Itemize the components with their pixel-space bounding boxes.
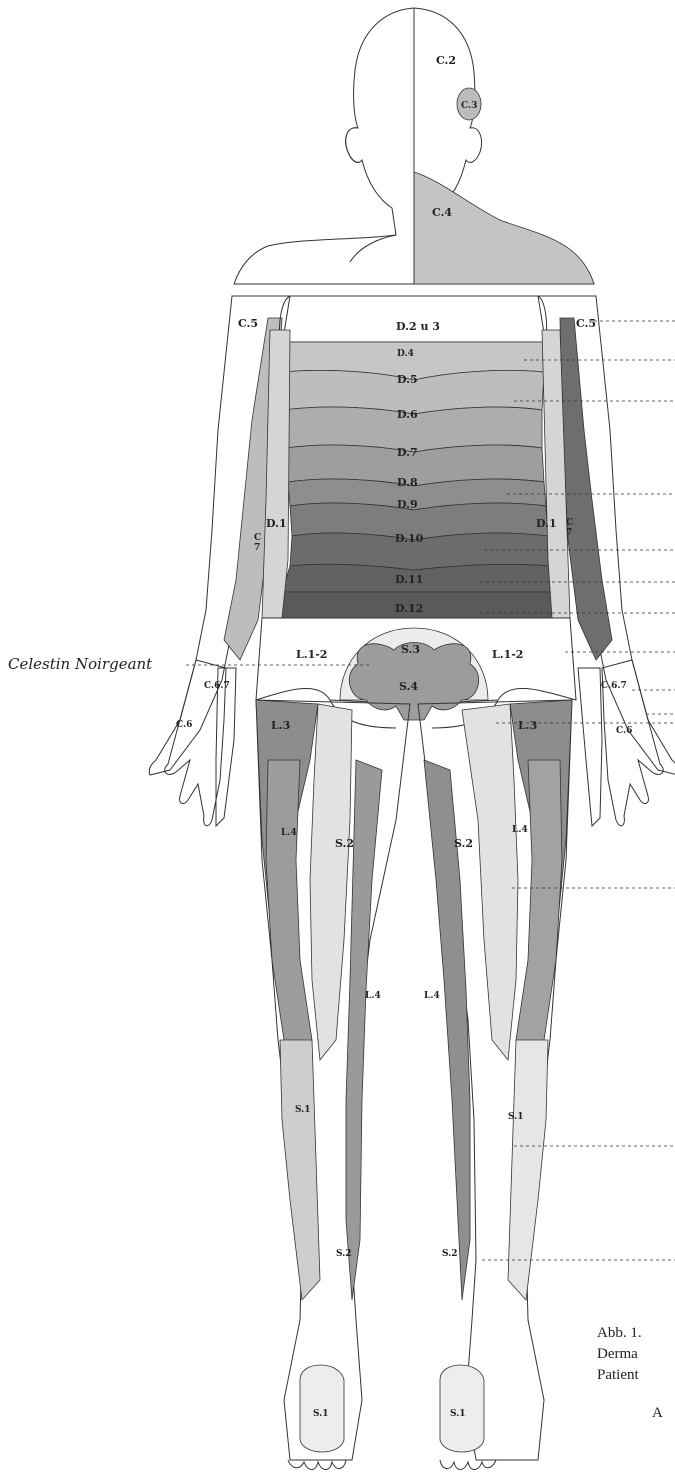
label-c4: C.4 — [432, 206, 452, 219]
right-s2-upper — [462, 704, 518, 1060]
label-c2: C.2 — [436, 54, 456, 67]
right-foot-toes — [440, 1460, 496, 1470]
right-l4-outer — [516, 760, 562, 1080]
label-l1-2-left: L.1-2 — [296, 648, 327, 661]
left-foot-toes — [288, 1460, 346, 1470]
label-s1-foot-right: S.1 — [450, 1409, 466, 1419]
label-l1-2-right: L.1-2 — [492, 648, 523, 661]
head-group — [234, 8, 594, 284]
label-s3: S.3 — [401, 643, 420, 656]
caption-line-3: Patient — [597, 1365, 639, 1386]
label-c67-left: C.6.7 — [204, 681, 230, 691]
toes — [288, 1460, 496, 1470]
right-thumb-area — [578, 668, 602, 826]
label-s1-right: S.1 — [508, 1112, 524, 1122]
label-c5-right: C.5 — [576, 317, 596, 330]
label-d6: D.6 — [397, 408, 418, 421]
left-trapezius-line — [350, 235, 396, 262]
label-l3-left: L.3 — [271, 719, 290, 732]
left-thumb-area — [216, 668, 236, 826]
label-d9: D.9 — [397, 498, 418, 511]
label-d7: D.7 — [397, 446, 418, 459]
label-d12: D.12 — [395, 602, 423, 615]
head-left-blank — [234, 8, 414, 284]
label-d11: D.11 — [395, 573, 423, 586]
label-d10: D.10 — [395, 532, 424, 545]
label-d1-right: D.1 — [536, 517, 557, 530]
label-c3: C.3 — [461, 101, 477, 111]
caption-line-4: A — [652, 1403, 663, 1424]
d2-3-zone — [279, 296, 546, 342]
caption-line-1: Abb. 1. — [597, 1323, 642, 1344]
label-s4: S.4 — [399, 680, 418, 693]
label-l4-outer-right: L.4 — [512, 825, 528, 835]
left-ear — [346, 128, 362, 163]
label-l4-outer-left: L.4 — [281, 828, 297, 838]
label-d8: D.8 — [397, 476, 418, 489]
left-l4-outer — [266, 760, 312, 1080]
caption-line-2: Derma — [597, 1344, 638, 1365]
label-s2-lower-left: S.2 — [336, 1249, 352, 1259]
label-s2-upper-right: S.2 — [454, 837, 473, 850]
left-leg-group — [256, 700, 410, 1460]
patient-name-label: Celestin Noirgeant — [8, 655, 153, 673]
label-c6-left: C.6 — [176, 720, 192, 730]
label-c67-right: C.6.7 — [601, 681, 627, 691]
label-d5: D.5 — [397, 373, 418, 386]
c4-zone — [414, 172, 594, 284]
label-d2-3: D.2 u 3 — [396, 320, 440, 333]
label-s2-lower-right: S.2 — [442, 1249, 458, 1259]
label-s1-left: S.1 — [295, 1105, 311, 1115]
right-leg-group — [418, 700, 572, 1460]
right-s1-calf — [508, 1040, 548, 1300]
label-d1-left: D.1 — [266, 517, 287, 530]
label-s2-upper-left: S.2 — [335, 837, 354, 850]
label-l4-inner-left: L.4 — [365, 991, 381, 1001]
label-c6-right: C.6 — [616, 726, 632, 736]
label-d4: D.4 — [397, 349, 414, 359]
label-s1-foot-left: S.1 — [313, 1409, 329, 1419]
left-s1-calf — [280, 1040, 320, 1300]
label-c5-left: C.5 — [238, 317, 258, 330]
label-l3-right: L.3 — [518, 719, 537, 732]
left-s2-upper — [310, 704, 352, 1060]
label-l4-inner-right: L.4 — [424, 991, 440, 1001]
